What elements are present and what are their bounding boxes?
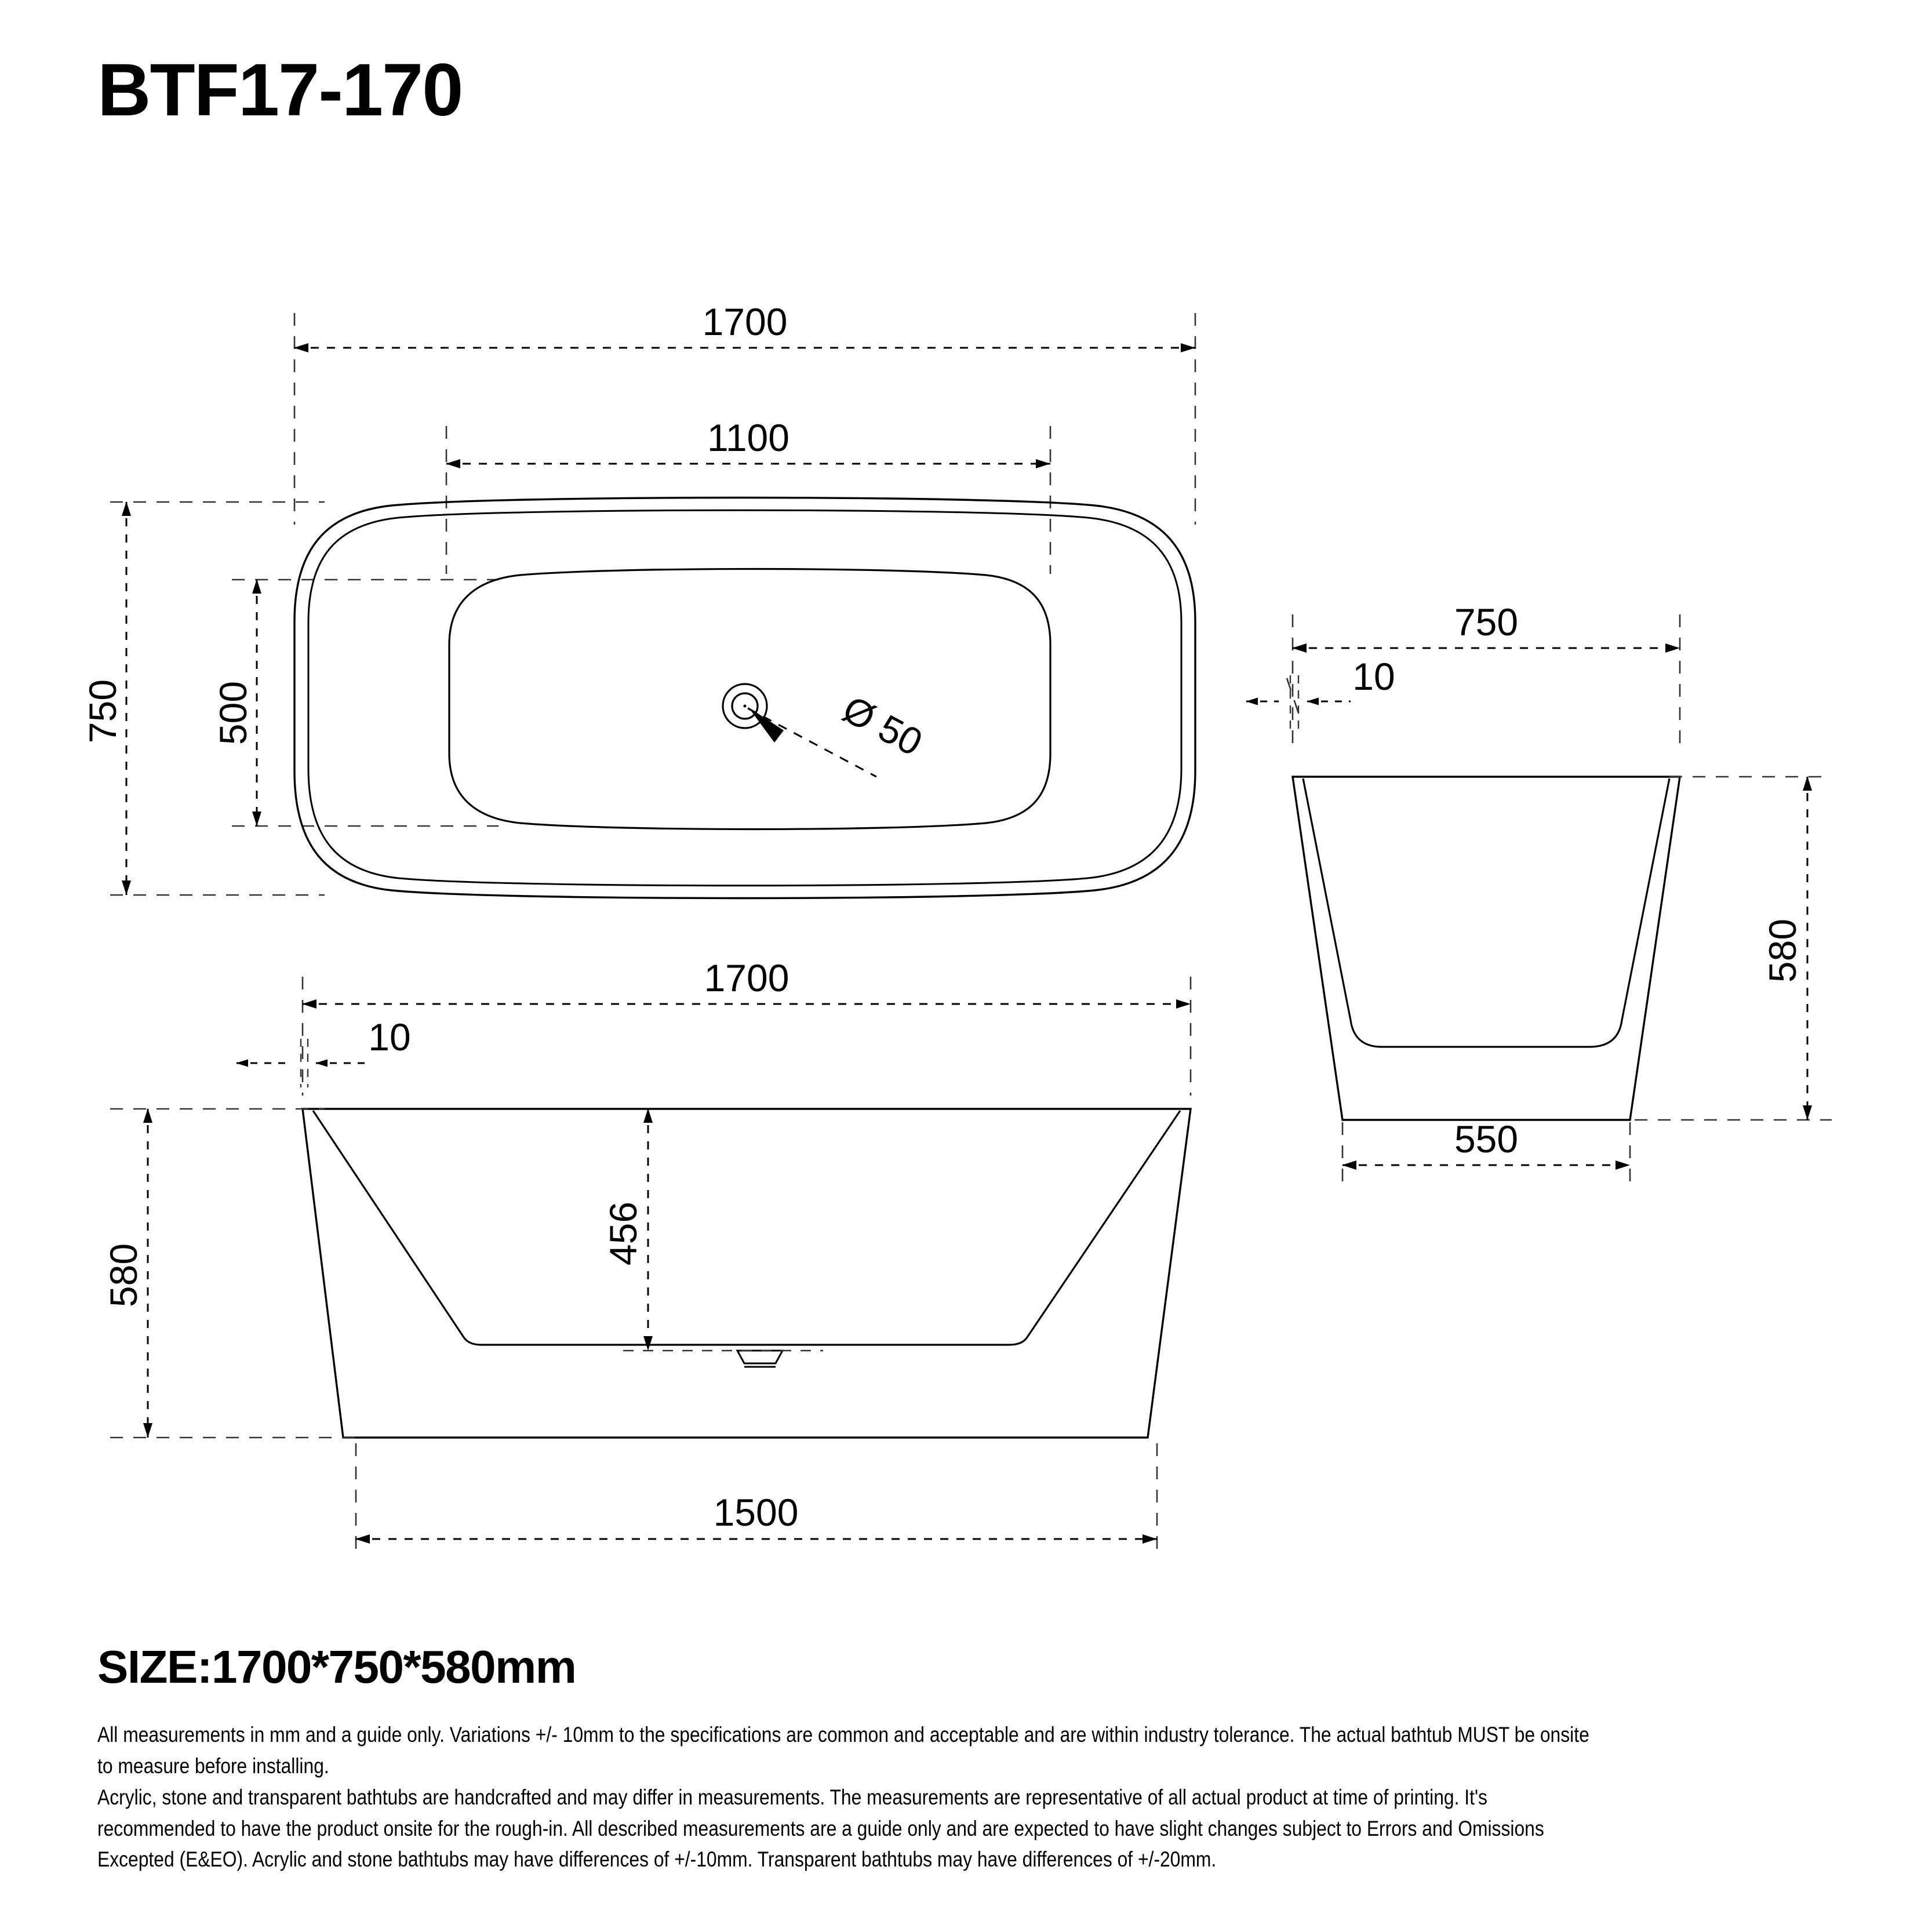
side-tub-inner-profile bbox=[1302, 778, 1671, 1048]
plan-tub-rim-inner-outline bbox=[307, 509, 1183, 887]
note-paragraph-1: All measurements in mm and a guide only.… bbox=[97, 1723, 1589, 1778]
side-dim-550-label: 550 bbox=[1454, 1118, 1518, 1160]
front-dim-1500-label: 1500 bbox=[714, 1491, 799, 1534]
plan-drain-label: Ø 50 bbox=[836, 687, 929, 764]
plan-drain-icon bbox=[722, 683, 768, 729]
plan-dim-1700-label: 1700 bbox=[703, 300, 788, 343]
plan-dim-1100-label: 1100 bbox=[707, 416, 789, 459]
plan-tub-outer-outline bbox=[293, 496, 1196, 900]
plan-basin-outline bbox=[448, 567, 1051, 831]
page-title: BTF17-170 bbox=[97, 49, 463, 132]
size-summary: SIZE:1700*750*580mm bbox=[97, 1641, 577, 1693]
front-dim-10 bbox=[236, 1039, 371, 1087]
side-dim-580-label: 580 bbox=[1761, 919, 1804, 983]
front-dim-580-label: 580 bbox=[102, 1243, 145, 1307]
side-section-view-group bbox=[1246, 614, 1832, 1183]
side-dim-750-label: 750 bbox=[1454, 601, 1518, 643]
plan-dim-500-label: 500 bbox=[212, 681, 254, 745]
front-tub-inner-profile bbox=[312, 1110, 1181, 1346]
plan-dim-750-label: 750 bbox=[81, 679, 124, 743]
side-dim-10 bbox=[1246, 675, 1351, 729]
plan-view-group bbox=[110, 313, 1196, 900]
front-dim-10-label: 10 bbox=[368, 1016, 410, 1058]
side-tub-outer-profile bbox=[1291, 776, 1681, 1121]
note-paragraph-2: Acrylic, stone and transparent bathtubs … bbox=[97, 1785, 1544, 1872]
plan-drain-leader bbox=[747, 707, 877, 778]
side-dim-10-label: 10 bbox=[1352, 655, 1395, 698]
front-dim-1700-label: 1700 bbox=[704, 956, 789, 999]
front-drain-fitting bbox=[736, 1349, 784, 1368]
front-dim-456-label: 456 bbox=[602, 1202, 645, 1265]
front-tub-outer-profile bbox=[301, 1108, 1192, 1439]
front-elevation-view-group bbox=[110, 977, 1192, 1553]
